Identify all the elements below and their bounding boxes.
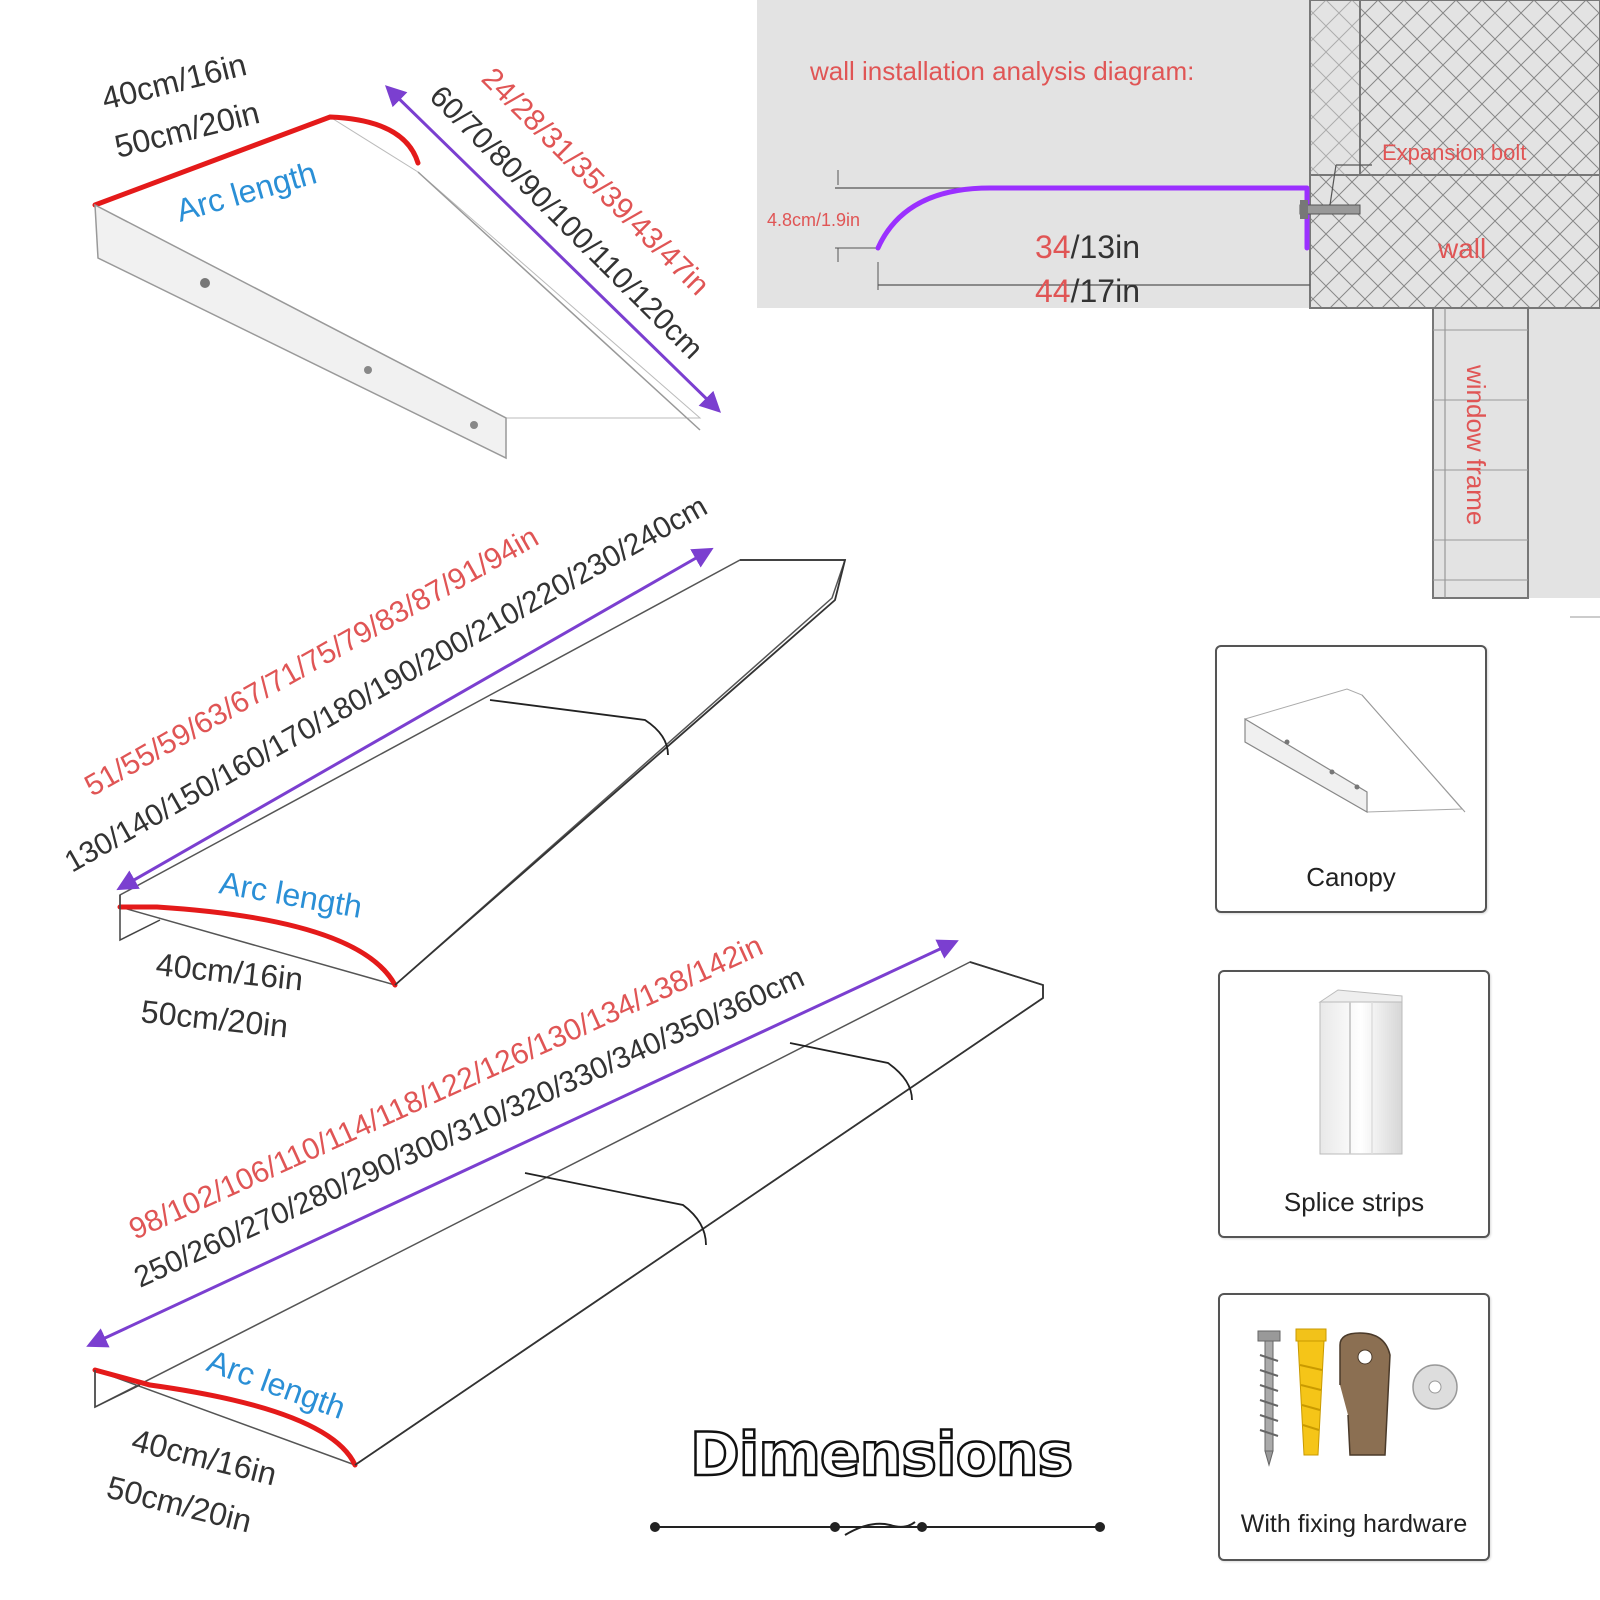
wall-installation-diagram bbox=[757, 0, 1600, 618]
small-canopy bbox=[92, 85, 722, 460]
splice-strips-card-label: Splice strips bbox=[1283, 1187, 1425, 1217]
hardware-icon bbox=[1257, 1328, 1458, 1467]
splice-strips-card: Splice strips bbox=[1218, 970, 1490, 1238]
bolt-leader bbox=[1329, 164, 1337, 206]
expansion-bolt-label: Expansion bolt bbox=[1382, 140, 1526, 165]
medium-length-arrow bbox=[116, 547, 714, 891]
depth-label-34: 34/13in bbox=[1035, 229, 1140, 265]
wall-label: wall bbox=[1437, 233, 1486, 264]
title-divider bbox=[650, 1521, 1105, 1536]
depth-label-44: 44/17in bbox=[1035, 273, 1140, 309]
canopy-profile bbox=[875, 185, 1310, 251]
wall-diagram-title: wall installation analysis diagram: bbox=[809, 56, 1194, 86]
screw-icon bbox=[1257, 1330, 1281, 1467]
fixing-hardware-card-label: With fixing hardware bbox=[1240, 1510, 1468, 1538]
medium-width-label-2: 50cm/20in bbox=[139, 993, 290, 1044]
wall-anchor-icon bbox=[1295, 1328, 1327, 1456]
canopy-card: Canopy bbox=[1215, 645, 1487, 913]
large-length-arrow bbox=[86, 939, 959, 1348]
fixing-hardware-card: With fixing hardware bbox=[1218, 1293, 1490, 1561]
small-length-arrow bbox=[384, 85, 722, 413]
canopy-icon bbox=[1244, 688, 1466, 814]
window-frame-block bbox=[1432, 307, 1529, 599]
canopy-height-label: 4.8cm/1.9in bbox=[767, 210, 860, 230]
bracket-icon bbox=[1339, 1332, 1391, 1456]
window-frame-label: window frame bbox=[1461, 364, 1491, 525]
medium-width-label-1: 40cm/16in bbox=[154, 946, 305, 997]
canopy-card-label: Canopy bbox=[1306, 862, 1396, 892]
large-canopy bbox=[86, 939, 1044, 1468]
splice-strip-icon bbox=[1318, 989, 1403, 1155]
medium-canopy bbox=[116, 547, 847, 988]
arc-length-mark bbox=[92, 1367, 358, 1468]
dimensions-title: Dimensions bbox=[689, 1419, 1075, 1492]
washer-icon bbox=[1412, 1364, 1458, 1410]
